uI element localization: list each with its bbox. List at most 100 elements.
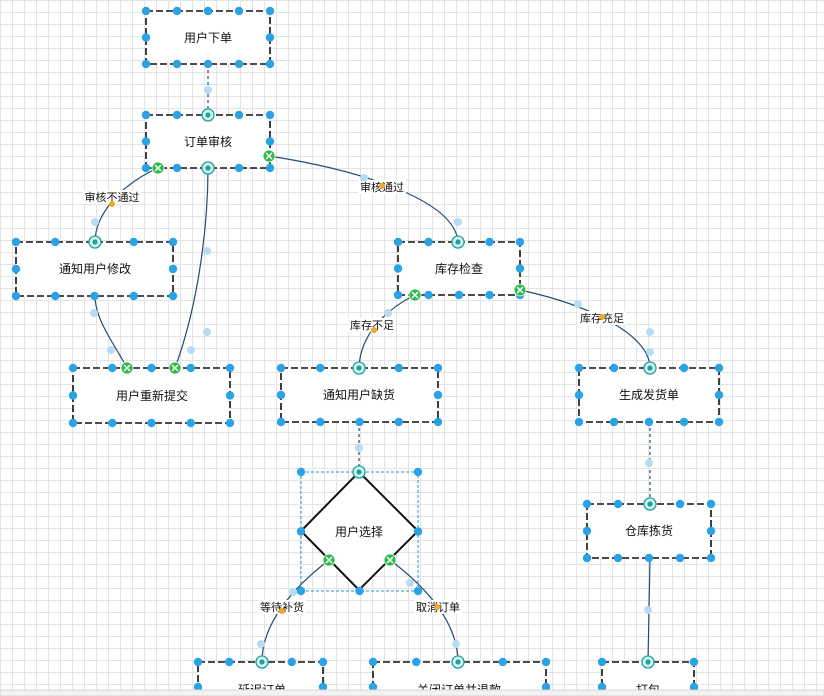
resize-handle[interactable] — [276, 363, 286, 373]
resize-handle[interactable] — [574, 390, 584, 400]
resize-handle[interactable] — [714, 363, 724, 373]
resize-handle[interactable] — [141, 137, 151, 146]
resize-handle[interactable] — [689, 682, 699, 692]
resize-handle[interactable] — [287, 657, 296, 667]
resize-handle[interactable] — [225, 418, 235, 428]
waypoint-handle[interactable] — [644, 606, 652, 614]
edge-modify-to-resubmit[interactable] — [94, 295, 128, 369]
edge-label-cancel-order[interactable]: 取消订单 — [414, 600, 462, 614]
node-notify-shortage[interactable]: 通知用户缺货 — [280, 367, 439, 423]
waypoint-handle[interactable] — [204, 86, 212, 94]
resize-handle[interactable] — [714, 417, 724, 427]
resize-handle[interactable] — [147, 418, 156, 428]
resize-handle[interactable] — [582, 499, 592, 509]
resize-handle[interactable] — [141, 110, 151, 120]
node-user-choice[interactable]: 用户选择 — [299, 470, 420, 592]
edge-waypoint-handles[interactable] — [90, 86, 654, 648]
resize-handle[interactable] — [368, 682, 378, 692]
resize-handle[interactable] — [265, 59, 275, 69]
resize-handle[interactable] — [454, 290, 464, 300]
resize-handle[interactable] — [129, 237, 138, 247]
resize-handle[interactable] — [265, 137, 275, 146]
resize-handle[interactable] — [276, 390, 286, 400]
resize-handle[interactable] — [316, 363, 325, 373]
port-icon[interactable] — [451, 235, 465, 249]
resize-handle[interactable] — [355, 586, 364, 596]
resize-handle[interactable] — [265, 110, 275, 120]
resize-handle[interactable] — [186, 418, 195, 428]
resize-handle[interactable] — [597, 682, 607, 692]
waypoint-handle[interactable] — [289, 588, 297, 596]
edge-label-stock-enough[interactable]: 库存充足 — [578, 311, 626, 325]
resize-handle[interactable] — [141, 163, 151, 173]
resize-handle[interactable] — [11, 264, 21, 274]
resize-handle[interactable] — [613, 499, 623, 509]
waypoint-handle[interactable] — [646, 348, 654, 356]
resize-handle[interactable] — [394, 363, 403, 373]
resize-handle[interactable] — [141, 6, 151, 16]
resize-handle[interactable] — [394, 417, 403, 427]
resize-handle[interactable] — [193, 682, 203, 692]
node-notify-modify[interactable]: 通知用户修改 — [15, 241, 174, 297]
resize-handle[interactable] — [413, 527, 423, 536]
edge-review-pass[interactable] — [268, 155, 459, 243]
resize-handle[interactable] — [265, 6, 275, 16]
resize-handle[interactable] — [225, 657, 234, 667]
resize-handle[interactable] — [706, 553, 716, 563]
edge-resubmit-to-review[interactable] — [174, 167, 209, 369]
resize-handle[interactable] — [225, 363, 235, 373]
waypoint-handle[interactable] — [187, 346, 195, 354]
resize-handle[interactable] — [168, 291, 178, 301]
waypoint-handle[interactable] — [454, 218, 462, 226]
label-handle[interactable] — [371, 327, 377, 333]
resize-handle[interactable] — [644, 417, 654, 427]
label-handle[interactable] — [109, 201, 115, 207]
resize-handle[interactable] — [355, 417, 364, 427]
waypoint-handle[interactable] — [384, 309, 392, 317]
resize-handle[interactable] — [108, 363, 117, 373]
waypoint-handle[interactable] — [91, 218, 99, 226]
node-stock-check[interactable]: 库存检查 — [397, 241, 521, 296]
port-icon[interactable] — [643, 361, 657, 375]
connected-x-icon[interactable] — [513, 283, 527, 297]
waypoint-handle[interactable] — [107, 346, 115, 354]
resize-handle[interactable] — [108, 418, 117, 428]
resize-handle[interactable] — [609, 417, 619, 427]
connected-x-icon[interactable] — [408, 288, 422, 302]
resize-handle[interactable] — [613, 553, 623, 563]
resize-handle[interactable] — [141, 33, 151, 42]
resize-handle[interactable] — [393, 264, 403, 273]
resize-handle[interactable] — [675, 499, 685, 509]
resize-handle[interactable] — [541, 682, 551, 692]
resize-handle[interactable] — [172, 163, 182, 173]
waypoint-handle[interactable] — [90, 309, 98, 317]
waypoint-handle[interactable] — [203, 247, 211, 255]
resize-handle[interactable] — [433, 390, 443, 400]
resize-handle[interactable] — [276, 417, 286, 427]
resize-handle[interactable] — [168, 264, 178, 274]
resize-handle[interactable] — [433, 417, 443, 427]
resize-handle[interactable] — [193, 657, 203, 667]
node-warehouse-pick[interactable]: 仓库拣货 — [586, 503, 712, 559]
edge-label-stock-short[interactable]: 库存不足 — [348, 318, 396, 333]
waypoint-handle[interactable] — [360, 174, 368, 182]
resize-handle[interactable] — [706, 499, 716, 509]
resize-handle[interactable] — [172, 59, 182, 69]
resize-handle[interactable] — [265, 33, 275, 42]
resize-handle[interactable] — [51, 237, 60, 247]
waypoint-handle[interactable] — [574, 300, 582, 308]
connected-x-icon[interactable] — [168, 361, 182, 375]
resize-handle[interactable] — [68, 391, 78, 400]
resize-handle[interactable] — [368, 657, 378, 667]
waypoint-handle[interactable] — [257, 640, 265, 648]
resize-handle[interactable] — [172, 110, 182, 120]
connected-x-icon[interactable] — [322, 553, 336, 567]
port-icon[interactable] — [255, 655, 269, 669]
node-user-resubmit[interactable]: 用户重新提交 — [72, 367, 231, 424]
resize-handle[interactable] — [11, 237, 21, 247]
resize-handle[interactable] — [582, 553, 592, 563]
label-handle[interactable] — [434, 604, 440, 610]
resize-handle[interactable] — [234, 59, 244, 69]
resize-handle[interactable] — [90, 291, 99, 301]
